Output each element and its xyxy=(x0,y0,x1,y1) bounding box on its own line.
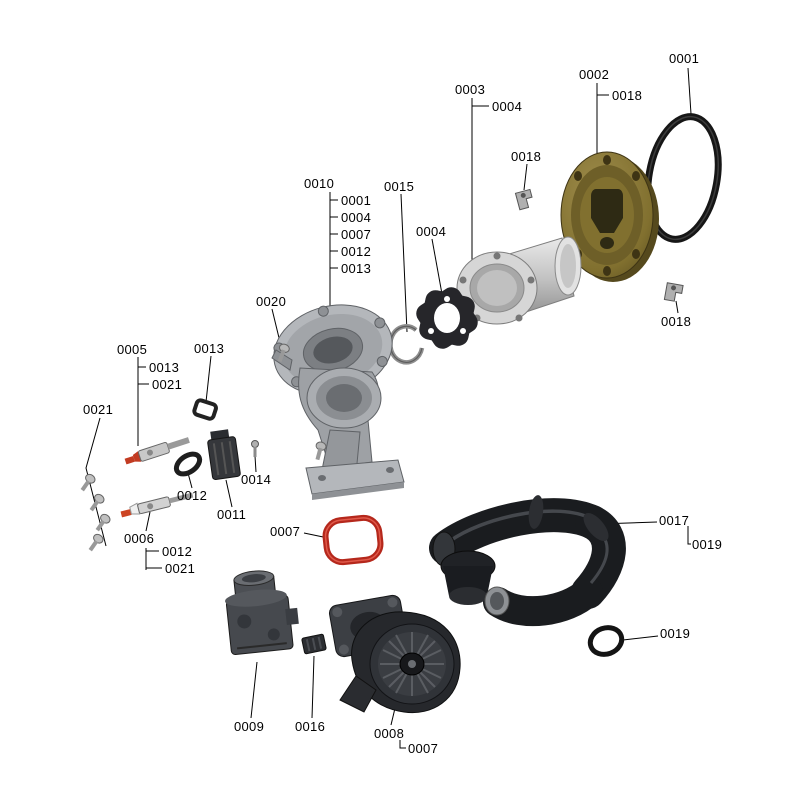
callout-blower-item-1: 0007 xyxy=(408,741,439,756)
part-connector-0016 xyxy=(301,633,327,655)
callout-manifold-item-2: 0004 xyxy=(341,210,372,225)
callout-manifold-item-3: 0007 xyxy=(341,227,372,242)
callout-oring-large: 0001 xyxy=(669,51,700,66)
callout-burner-gasket: 0007 xyxy=(270,524,301,539)
leader-line xyxy=(187,472,193,489)
callout-electrode-top-item-2: 0021 xyxy=(152,377,183,392)
part-circlip-0015 xyxy=(388,324,425,365)
part-flue-assembly-0017 xyxy=(429,495,626,627)
callout-gas-valve: 0009 xyxy=(234,719,265,734)
part-screw-0020-a xyxy=(277,343,290,363)
callout-manifold-item-5: 0013 xyxy=(341,261,372,276)
callout-connector-small: 0016 xyxy=(295,719,326,734)
part-screws-0021 xyxy=(80,473,111,552)
callout-bracket-small: 0013 xyxy=(194,341,225,356)
callout-blower: 0008 xyxy=(374,726,405,741)
callout-flange: 0002 xyxy=(579,67,610,82)
part-screw-0020-b xyxy=(315,441,327,461)
callout-electrode-top: 0005 xyxy=(117,342,148,357)
leader-line xyxy=(400,193,408,333)
leader-line xyxy=(145,511,151,532)
callout-electrode-bottom-item-2: 0021 xyxy=(165,561,196,576)
part-burner-gasket-0007 xyxy=(322,514,384,566)
leader-line xyxy=(687,526,691,545)
part-flange-0002 xyxy=(560,151,659,282)
leader-line xyxy=(205,355,212,403)
part-ring-0012 xyxy=(173,451,203,477)
callout-manifold-item-4: 0012 xyxy=(341,244,372,259)
leader-line xyxy=(271,308,281,343)
part-blower-0008 xyxy=(328,594,461,714)
callout-electrode-bottom-item-1: 0012 xyxy=(162,544,193,559)
part-electrode-0005 xyxy=(124,437,190,465)
callout-screws-left: 0021 xyxy=(83,402,114,417)
leader-line xyxy=(225,479,233,508)
callout-flue-assembly: 0017 xyxy=(659,513,690,528)
callout-clip-mid: 0018 xyxy=(511,149,542,164)
callout-oring-small: 0019 xyxy=(660,626,691,641)
callout-connector-block: 0011 xyxy=(217,507,247,522)
part-oring-large-0001 xyxy=(644,113,722,243)
callout-star-gasket: 0004 xyxy=(416,224,447,239)
leader-line xyxy=(254,455,257,473)
callout-manifold-item-1: 0001 xyxy=(341,193,372,208)
part-connector-0011 xyxy=(207,429,241,481)
leader-line xyxy=(250,661,258,719)
callout-tube: 0003 xyxy=(455,82,486,97)
part-oring-small-0019 xyxy=(587,625,625,657)
part-star-gasket-0004 xyxy=(416,287,478,349)
leader-line xyxy=(85,417,107,547)
leader-line xyxy=(523,163,528,191)
leader-line xyxy=(431,238,443,295)
callout-flue-item-1: 0019 xyxy=(692,537,723,552)
leader-line xyxy=(675,300,679,314)
callout-clip-right: 0018 xyxy=(661,314,692,329)
part-manifold-0010 xyxy=(271,304,405,500)
leader-line xyxy=(399,740,406,749)
callout-electrode-top-item-1: 0013 xyxy=(149,360,180,375)
leader-line xyxy=(311,655,315,719)
part-clip-0018-mid xyxy=(514,188,533,211)
part-bracket-0013 xyxy=(192,398,218,421)
callout-manifold: 0010 xyxy=(304,176,335,191)
callout-screws-manifold: 0020 xyxy=(256,294,287,309)
leader-line xyxy=(687,67,692,115)
part-electrode-0006 xyxy=(120,492,194,518)
callout-flange-clip: 0018 xyxy=(612,88,643,103)
part-screw-0014 xyxy=(251,440,259,457)
callout-tube-sub: 0004 xyxy=(492,99,523,114)
callout-ring-small: 0012 xyxy=(177,488,208,503)
part-gas-valve-0009 xyxy=(225,570,299,656)
callout-screw-small: 0014 xyxy=(241,472,272,487)
leader-line xyxy=(622,635,659,641)
part-clip-0018-right xyxy=(663,282,684,302)
callout-circlip: 0015 xyxy=(384,179,415,194)
callout-electrode-bottom: 0006 xyxy=(124,531,155,546)
part-tube-0003 xyxy=(456,236,582,325)
